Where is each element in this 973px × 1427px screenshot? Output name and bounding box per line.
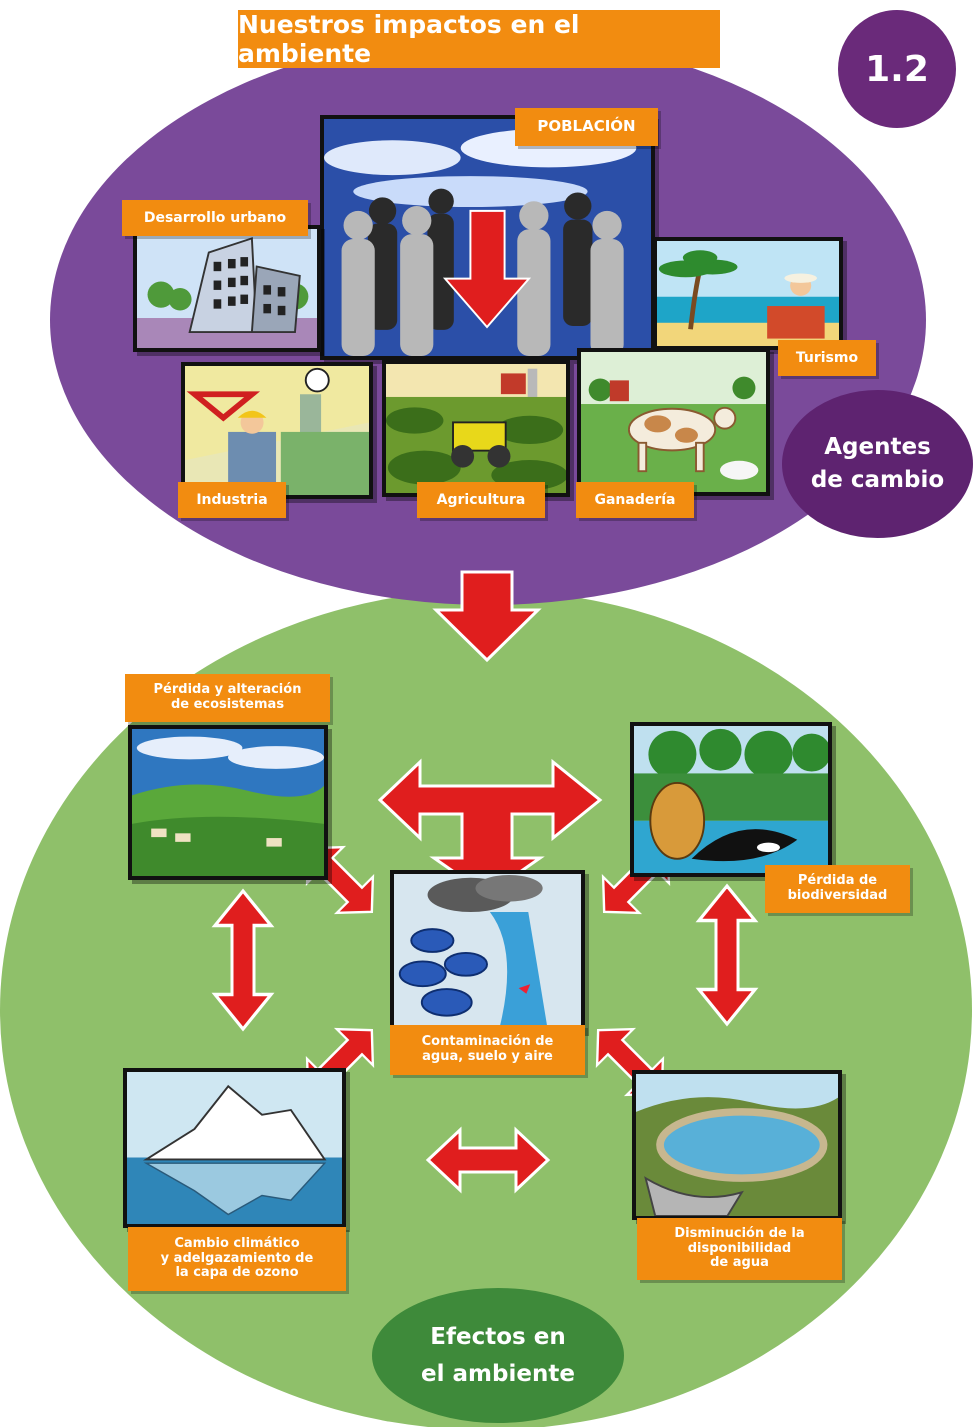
diagram-title: Nuestros impactos en el ambiente [238, 10, 720, 68]
label-industria: Industria [178, 482, 286, 518]
label-clima-line2: y adelgazamiento de [160, 1250, 314, 1266]
label-turismo: Turismo [778, 340, 876, 376]
label-clima-line3: la capa de ozono [175, 1265, 299, 1281]
effects-on-environment-badge: Efectos en el ambiente [372, 1288, 624, 1423]
label-biodiversidad-line2: biodiversidad [787, 888, 888, 903]
clima-illustration [123, 1068, 346, 1228]
turismo-illustration [653, 237, 843, 350]
label-ganaderia: Ganadería [576, 482, 694, 518]
label-agua-line1: Disminución de la [674, 1225, 805, 1241]
contaminacion-illustration [390, 870, 585, 1032]
label-agua: Disminución de la disponibilidad de agua [637, 1218, 842, 1280]
t-arrow [377, 758, 603, 897]
label-ecosistemas-line1: Pérdida y alteración [153, 682, 302, 698]
poblacion-illustration [320, 115, 655, 360]
label-poblacion: POBLACIÓN [515, 108, 658, 146]
label-agua-line3: de agua [710, 1255, 769, 1271]
label-clima: Cambio climático y adelgazamiento de la … [128, 1227, 346, 1291]
ganaderia-illustration [577, 348, 770, 496]
effects-badge-line2: el ambiente [421, 1360, 575, 1387]
label-clima-line1: Cambio climático [174, 1235, 300, 1251]
label-contaminacion-line2: agua, suelo y aire [422, 1049, 553, 1064]
industria-illustration [181, 362, 373, 499]
label-contaminacion: Contaminación de agua, suelo y aire [390, 1025, 585, 1075]
label-contaminacion-line1: Contaminación de [421, 1034, 554, 1050]
agents-badge-line1: Agentes [824, 433, 931, 460]
label-desarrollo-urbano: Desarrollo urbano [122, 200, 308, 236]
label-agricultura: Agricultura [417, 482, 545, 518]
label-ecosistemas-line2: de ecosistemas [170, 697, 285, 712]
section-number-badge: 1.2 [838, 10, 956, 128]
label-agua-line2: disponibilidad [687, 1240, 792, 1256]
effects-badge-line1: Efectos en [430, 1323, 566, 1350]
down-arrow-main [432, 570, 542, 663]
agents-of-change-badge: Agentes de cambio [782, 390, 973, 538]
ecosistemas-illustration [128, 725, 328, 880]
agua-illustration [632, 1070, 842, 1220]
agents-badge-line2: de cambio [810, 467, 945, 493]
desarrollo-urbano-illustration [133, 225, 321, 352]
agricultura-illustration [382, 360, 570, 497]
label-biodiversidad: Pérdida de biodiversidad [765, 865, 910, 913]
biodiversidad-illustration [630, 722, 832, 877]
label-ecosistemas: Pérdida y alteración de ecosistemas [125, 674, 330, 722]
label-biodiversidad-line1: Pérdida de [797, 873, 878, 889]
